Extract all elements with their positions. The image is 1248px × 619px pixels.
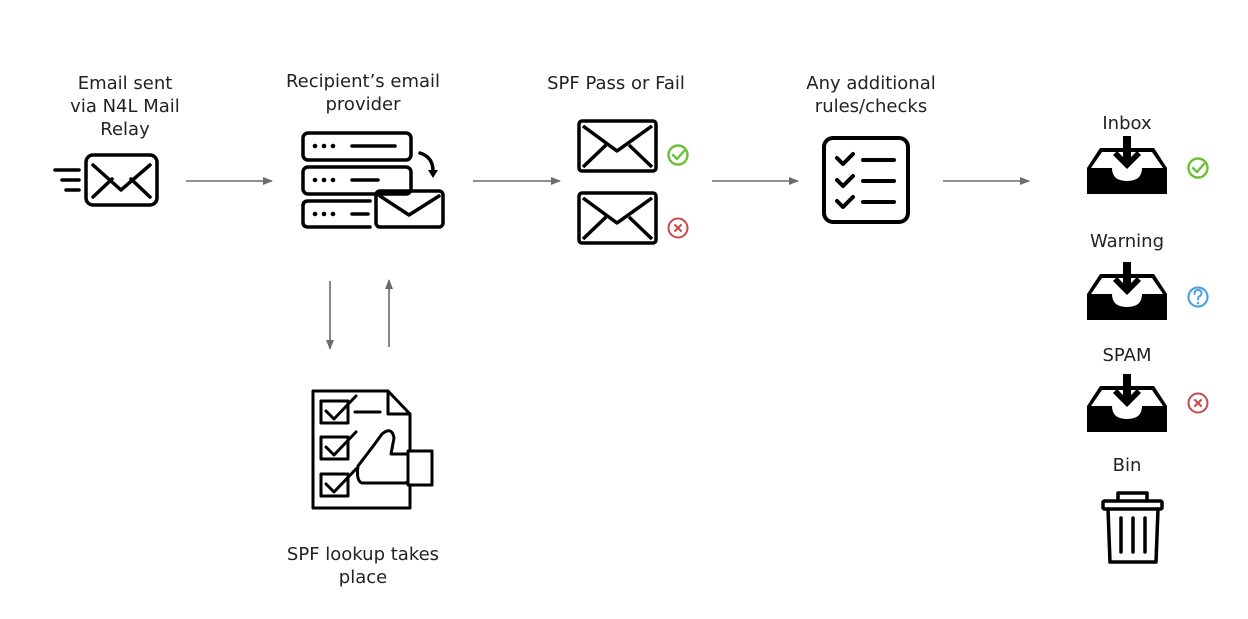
checklist-icon: [822, 136, 910, 224]
email-server-icon: [301, 131, 445, 229]
flow-arrows: [186, 177, 1030, 350]
label-recipient-provider: Recipient’s email provider: [285, 71, 441, 115]
inbox-tray-icon: [1087, 136, 1167, 194]
spam-fail-icon: [1187, 392, 1209, 414]
spf-pass-envelope-icon: [577, 119, 658, 173]
spf-fail-envelope-icon: [577, 191, 658, 245]
label-spf-lookup: SPF lookup takes place: [286, 544, 440, 588]
spf-pass-icon: [667, 144, 689, 166]
sent-email-icon: [53, 153, 159, 207]
label-spf-pass-fail: SPF Pass or Fail: [547, 73, 685, 94]
inbox-pass-icon: [1187, 157, 1209, 179]
spf-lookup-document-icon: [311, 389, 434, 510]
label-additional-rules: Any additional rules/checks: [806, 73, 936, 117]
warning-question-icon: [1187, 286, 1209, 308]
warning-tray-icon: [1087, 262, 1167, 320]
spf-fail-icon: [667, 217, 689, 239]
label-warning: Warning: [1089, 231, 1164, 252]
trash-bin-icon: [1101, 491, 1164, 564]
label-bin: Bin: [1112, 455, 1142, 476]
label-email-sent: Email sent via N4L Mail Relay: [70, 73, 180, 140]
spam-tray-icon: [1087, 374, 1167, 432]
server-dots: [312, 143, 438, 217]
label-inbox: Inbox: [1102, 113, 1152, 134]
label-spam: SPAM: [1102, 345, 1152, 366]
